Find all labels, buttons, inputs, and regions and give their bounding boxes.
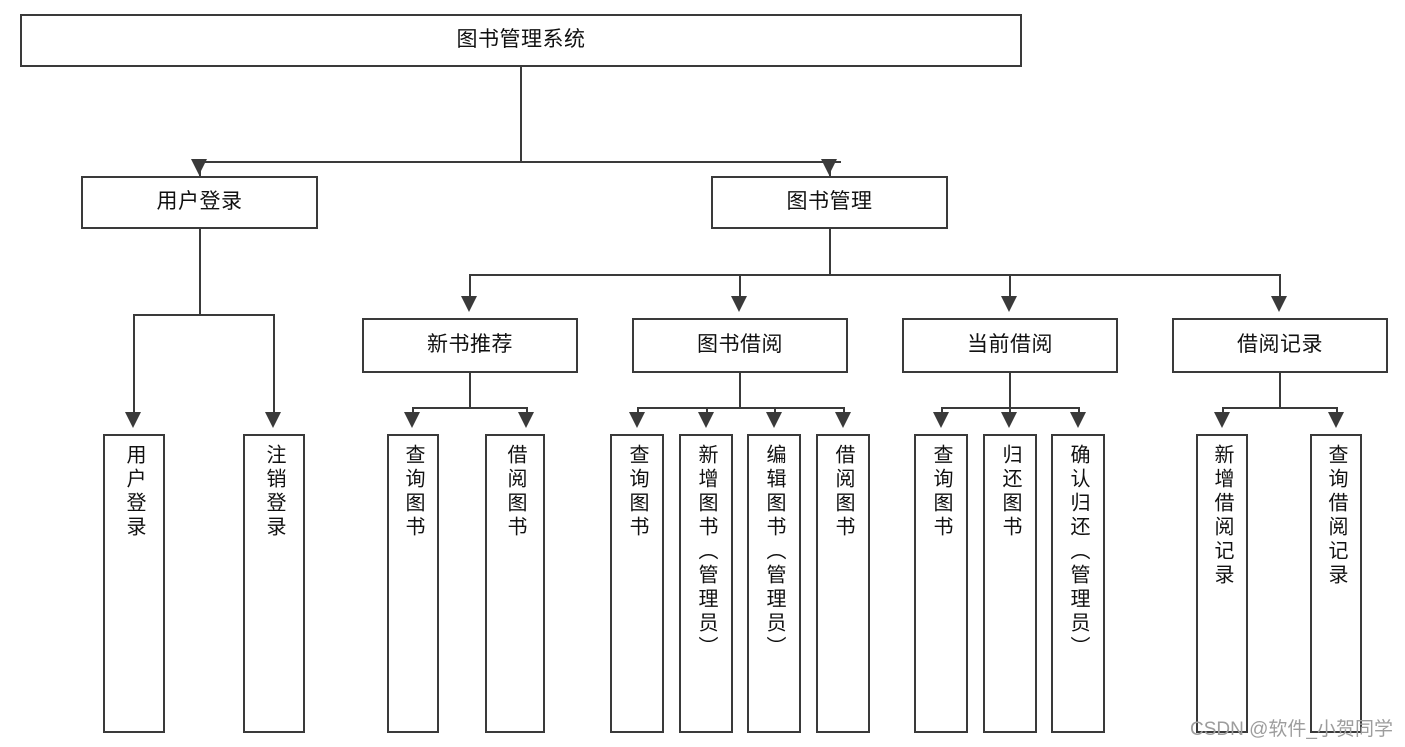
connector-new-book-rec-drop-1 xyxy=(412,407,414,416)
node-new-book-recommendation[interactable]: 新书推荐 xyxy=(362,318,578,373)
node-label: 用户登录 xyxy=(156,190,243,214)
leaf-label: 查询图书 xyxy=(930,444,952,540)
leaf-confirm-return-admin[interactable]: 确认归还（管理员） xyxy=(1051,434,1105,733)
connector-current-borrow-stem xyxy=(1009,373,1011,408)
node-label: 图书借阅 xyxy=(697,333,783,357)
connector-user-login-drop-2 xyxy=(273,314,275,416)
node-label: 新书推荐 xyxy=(427,333,513,357)
leaf-query-book-3[interactable]: 查询图书 xyxy=(914,434,968,733)
connector-current-borrow-drop-1 xyxy=(941,407,943,416)
arrow-icon-to-leaf-query-record xyxy=(1328,412,1344,428)
arrow-icon-to-leaf-logout-login xyxy=(265,412,281,428)
connector-book-manage-bus xyxy=(469,274,1280,276)
leaf-query-book-1[interactable]: 查询图书 xyxy=(387,434,439,733)
node-book-management[interactable]: 图书管理 xyxy=(711,176,948,229)
leaf-label: 查询图书 xyxy=(626,444,648,540)
connector-book-manage-drop-2 xyxy=(739,274,741,300)
connector-book-borrow-drop-4 xyxy=(843,407,845,416)
arrow-icon-to-leaf-query-book-3 xyxy=(933,412,949,428)
node-label: 当前借阅 xyxy=(967,333,1053,357)
leaf-query-borrow-record[interactable]: 查询借阅记录 xyxy=(1310,434,1362,733)
connector-book-manage-drop-3 xyxy=(1009,274,1011,300)
leaf-label: 归还图书 xyxy=(999,444,1021,540)
arrow-icon-to-leaf-add-book xyxy=(698,412,714,428)
leaf-user-login[interactable]: 用户登录 xyxy=(103,434,165,733)
leaf-label: 借阅图书 xyxy=(832,444,854,540)
connector-current-borrow-drop-3 xyxy=(1078,407,1080,416)
connector-user-login-drop-1 xyxy=(133,314,135,416)
connector-book-borrow-stem xyxy=(739,373,741,408)
node-label: 图书管理 xyxy=(786,190,873,214)
connector-user-login-bus xyxy=(133,314,273,316)
arrow-icon-to-new-book-rec xyxy=(461,296,477,312)
arrow-icon-to-current-borrow xyxy=(1001,296,1017,312)
connector-book-borrow-drop-3 xyxy=(774,407,776,416)
leaf-label: 新增借阅记录 xyxy=(1211,444,1233,588)
node-current-borrow[interactable]: 当前借阅 xyxy=(902,318,1118,373)
node-label: 图书管理系统 xyxy=(456,28,586,52)
leaf-label: 用户登录 xyxy=(123,444,145,540)
arrow-icon-to-leaf-return-book xyxy=(1001,412,1017,428)
connector-book-manage-drop-4 xyxy=(1279,274,1281,300)
connector-new-book-rec-drop-2 xyxy=(526,407,528,416)
connector-new-book-rec-bus xyxy=(412,407,526,409)
leaf-label: 确认归还（管理员） xyxy=(1067,444,1089,660)
connector-current-borrow-drop-2 xyxy=(1009,407,1011,416)
arrow-icon-to-leaf-query-book-1 xyxy=(404,412,420,428)
leaf-label: 编辑图书（管理员） xyxy=(763,444,785,660)
arrow-icon-to-leaf-add-record xyxy=(1214,412,1230,428)
node-user-login[interactable]: 用户登录 xyxy=(81,176,318,229)
arrow-icon-to-book-manage xyxy=(821,159,837,175)
node-borrow-record[interactable]: 借阅记录 xyxy=(1172,318,1388,373)
connector-new-book-rec-stem xyxy=(469,373,471,408)
leaf-add-book-admin[interactable]: 新增图书（管理员） xyxy=(679,434,733,733)
connector-borrow-record-drop-1 xyxy=(1222,407,1224,416)
arrow-icon-to-leaf-borrow-book-1 xyxy=(518,412,534,428)
arrow-icon-to-user-login xyxy=(191,159,207,175)
arrow-icon-to-leaf-edit-book xyxy=(766,412,782,428)
leaf-return-book[interactable]: 归还图书 xyxy=(983,434,1037,733)
node-book-borrow[interactable]: 图书借阅 xyxy=(632,318,848,373)
leaf-edit-book-admin[interactable]: 编辑图书（管理员） xyxy=(747,434,801,733)
arrow-icon-to-leaf-user-login xyxy=(125,412,141,428)
connector-borrow-record-stem xyxy=(1279,373,1281,408)
leaf-label: 查询图书 xyxy=(402,444,424,540)
leaf-label: 查询借阅记录 xyxy=(1325,444,1347,588)
connector-book-manage-stem xyxy=(829,229,831,275)
connector-root-stem xyxy=(520,67,522,162)
arrow-icon-to-leaf-query-book-2 xyxy=(629,412,645,428)
leaf-label: 注销登录 xyxy=(263,444,285,540)
connector-root-bus xyxy=(199,161,841,163)
leaf-label: 新增图书（管理员） xyxy=(695,444,717,660)
connector-book-borrow-bus xyxy=(637,407,844,409)
leaf-borrow-book-2[interactable]: 借阅图书 xyxy=(816,434,870,733)
csdn-watermark: CSDN @软件_小贺同学 xyxy=(1190,719,1393,740)
connector-borrow-record-drop-2 xyxy=(1336,407,1338,416)
node-root-book-management-system[interactable]: 图书管理系统 xyxy=(20,14,1022,67)
arrow-icon-to-book-borrow xyxy=(731,296,747,312)
arrow-icon-to-leaf-borrow-book-2 xyxy=(835,412,851,428)
connector-user-login-stem xyxy=(199,229,201,315)
connector-book-borrow-drop-1 xyxy=(637,407,639,416)
connector-book-manage-drop-1 xyxy=(469,274,471,300)
connector-borrow-record-bus xyxy=(1222,407,1336,409)
leaf-label: 借阅图书 xyxy=(504,444,526,540)
leaf-query-book-2[interactable]: 查询图书 xyxy=(610,434,664,733)
arrow-icon-to-leaf-confirm-return xyxy=(1070,412,1086,428)
node-label: 借阅记录 xyxy=(1237,333,1323,357)
connector-book-borrow-drop-2 xyxy=(706,407,708,416)
leaf-logout-login[interactable]: 注销登录 xyxy=(243,434,305,733)
leaf-add-borrow-record[interactable]: 新增借阅记录 xyxy=(1196,434,1248,733)
leaf-borrow-book-1[interactable]: 借阅图书 xyxy=(485,434,545,733)
arrow-icon-to-borrow-record xyxy=(1271,296,1287,312)
